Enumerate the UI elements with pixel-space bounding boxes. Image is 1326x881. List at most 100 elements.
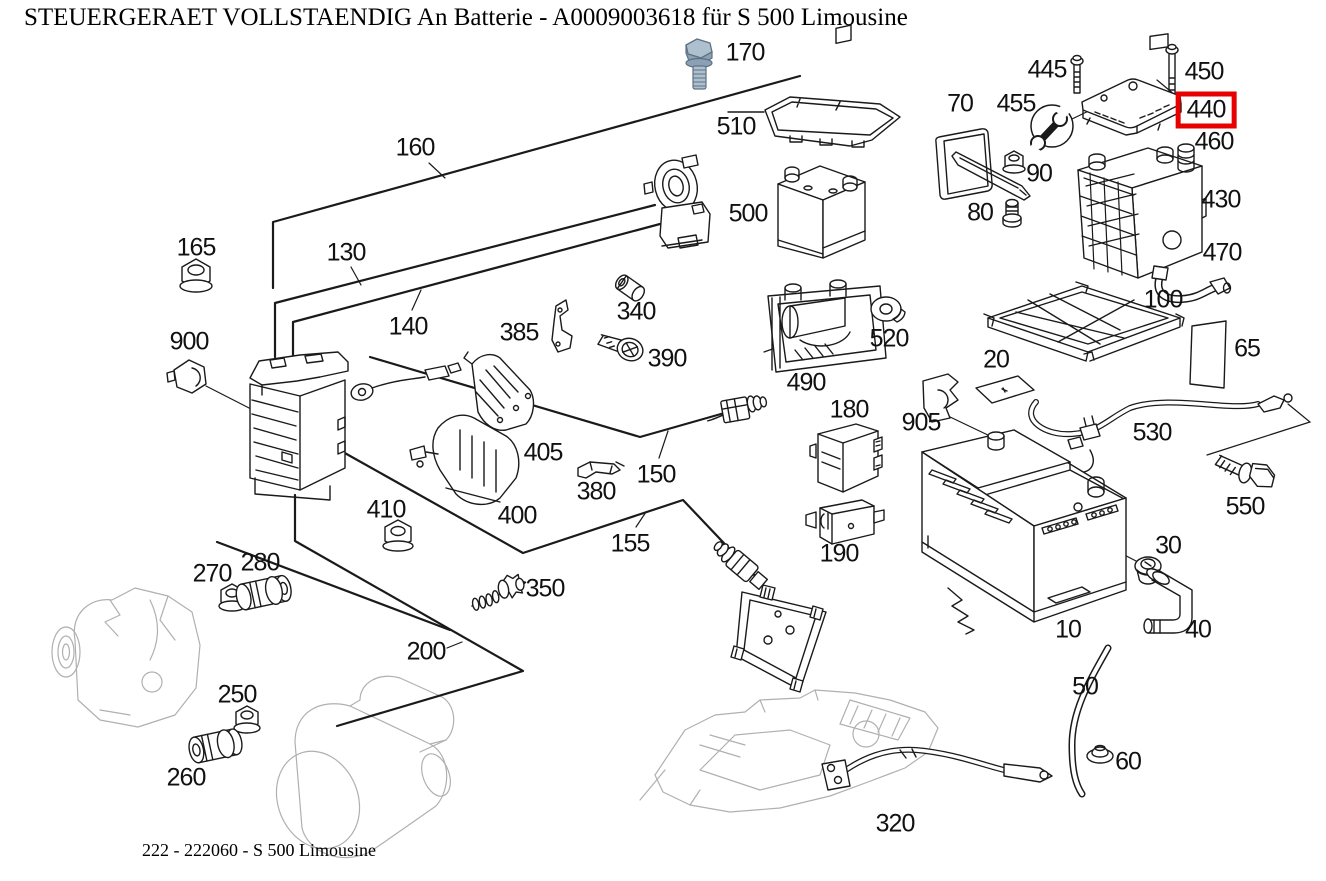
part-label-160[interactable]: 160 xyxy=(395,133,436,162)
part-label-30[interactable]: 30 xyxy=(1155,531,1182,560)
clip-380-drawing xyxy=(577,461,625,479)
engine-block-drawing xyxy=(639,689,939,813)
sam-module-drawing xyxy=(249,351,349,501)
part-label-180[interactable]: 180 xyxy=(829,395,870,424)
part-label-90[interactable]: 90 xyxy=(1026,159,1053,188)
nut-410-drawing xyxy=(382,519,414,552)
part-label-385[interactable]: 385 xyxy=(499,318,540,347)
ring-terminal-drawing xyxy=(350,362,462,401)
part-label-190[interactable]: 190 xyxy=(819,539,860,568)
part-label-450[interactable]: 450 xyxy=(1184,57,1225,86)
rail-strip-drawing xyxy=(951,151,1031,201)
inline-connector-155-drawing xyxy=(713,541,769,591)
mounting-plate-drawing xyxy=(730,584,827,693)
screw-390-drawing xyxy=(597,334,644,362)
terminal-260-drawing xyxy=(188,728,243,764)
elbow-40-drawing xyxy=(1143,568,1193,634)
part-label-60[interactable]: 60 xyxy=(1115,747,1142,776)
part-label-340[interactable]: 340 xyxy=(616,297,657,326)
part-label-20[interactable]: 20 xyxy=(983,345,1010,374)
terminal-280-drawing xyxy=(235,574,292,611)
part-label-500[interactable]: 500 xyxy=(728,199,769,228)
part-label-65[interactable]: 65 xyxy=(1234,334,1261,363)
part-label-350[interactable]: 350 xyxy=(525,574,566,603)
part-label-455[interactable]: 455 xyxy=(996,89,1037,118)
colored-bolt-170-drawing xyxy=(685,38,713,90)
part-label-470[interactable]: 470 xyxy=(1202,238,1243,267)
part-label-445[interactable]: 445 xyxy=(1027,55,1068,84)
bracket-385-drawing xyxy=(551,299,573,353)
washer-520-drawing xyxy=(870,296,906,323)
alternator-drawing xyxy=(51,587,201,728)
sheet-65-drawing xyxy=(1189,320,1227,389)
part-label-390[interactable]: 390 xyxy=(647,344,688,373)
part-label-405[interactable]: 405 xyxy=(523,438,564,467)
part-label-400[interactable]: 400 xyxy=(497,501,538,530)
control-box-180-drawing xyxy=(809,423,883,493)
part-label-150[interactable]: 150 xyxy=(636,460,677,489)
part-label-170[interactable]: 170 xyxy=(725,38,766,67)
part-label-260[interactable]: 260 xyxy=(166,763,207,792)
main-battery-10-drawing xyxy=(921,429,1127,635)
part-label-900[interactable]: 900 xyxy=(169,327,210,356)
part-label-520[interactable]: 520 xyxy=(869,324,910,353)
disconnect-relay-drawing xyxy=(643,154,711,249)
part-label-430[interactable]: 430 xyxy=(1201,185,1242,214)
battery-tray-100-drawing xyxy=(983,281,1185,362)
ground-cable-320-drawing xyxy=(821,746,1053,791)
part-label-155[interactable]: 155 xyxy=(610,529,651,558)
wrench-icon xyxy=(1025,103,1074,159)
part-label-40[interactable]: 40 xyxy=(1185,615,1212,644)
part-label-320[interactable]: 320 xyxy=(875,809,916,838)
bracket-490-drawing xyxy=(767,279,887,373)
part-label-140[interactable]: 140 xyxy=(388,312,429,341)
fuse-holder-405-drawing xyxy=(463,351,535,431)
part-label-410[interactable]: 410 xyxy=(366,495,407,524)
relay-190-drawing xyxy=(805,499,885,545)
part-label-100[interactable]: 100 xyxy=(1143,285,1184,314)
part-label-50[interactable]: 50 xyxy=(1072,672,1099,701)
nut-165-drawing xyxy=(179,258,213,293)
part-label-270[interactable]: 270 xyxy=(192,559,233,588)
starter-motor-drawing xyxy=(275,675,455,859)
screw-445-drawing xyxy=(1070,54,1084,94)
bolt-550-drawing xyxy=(1214,454,1276,488)
screw-350-drawing xyxy=(471,573,527,611)
part-label-380[interactable]: 380 xyxy=(576,477,617,506)
part-label-280[interactable]: 280 xyxy=(240,548,281,577)
bolt-80-drawing xyxy=(1002,198,1022,228)
part-label-460[interactable]: 460 xyxy=(1194,127,1235,156)
part-label-510[interactable]: 510 xyxy=(716,112,757,141)
part-label-200[interactable]: 200 xyxy=(406,637,447,666)
bracket-905-drawing xyxy=(922,373,959,423)
part-label-70[interactable]: 70 xyxy=(947,89,974,118)
cover-panel-70-drawing xyxy=(935,128,993,200)
aux-battery-500-drawing xyxy=(777,24,866,259)
pin-340-drawing xyxy=(614,274,646,302)
part-label-165[interactable]: 165 xyxy=(176,233,217,262)
hose-470-drawing xyxy=(1151,265,1232,304)
fuse-holder-400-drawing xyxy=(409,414,520,505)
vent-hose-50-drawing xyxy=(1068,644,1112,798)
bracket-900-drawing xyxy=(166,359,207,394)
part-label-440[interactable]: 440 xyxy=(1175,91,1237,129)
cable-530-drawing xyxy=(1028,393,1293,473)
nut-250-drawing xyxy=(233,705,261,734)
part-label-490[interactable]: 490 xyxy=(786,368,827,397)
ecu-440-drawing xyxy=(1081,78,1182,136)
part-label-10[interactable]: 10 xyxy=(1055,615,1082,644)
part-label-250[interactable]: 250 xyxy=(217,680,258,709)
aux-unit-430-drawing xyxy=(1077,33,1207,279)
part-label-530[interactable]: 530 xyxy=(1132,418,1173,447)
cap-460-drawing xyxy=(1177,143,1195,173)
part-label-80[interactable]: 80 xyxy=(967,198,994,227)
pad-20-drawing xyxy=(975,375,1035,404)
part-label-130[interactable]: 130 xyxy=(326,238,367,267)
part-label-905[interactable]: 905 xyxy=(901,408,942,437)
page-title: STEUERGERAET VOLLSTAENDIG An Batterie - … xyxy=(24,4,908,31)
part-label-550[interactable]: 550 xyxy=(1225,492,1266,521)
nut-90-drawing xyxy=(1002,150,1026,174)
